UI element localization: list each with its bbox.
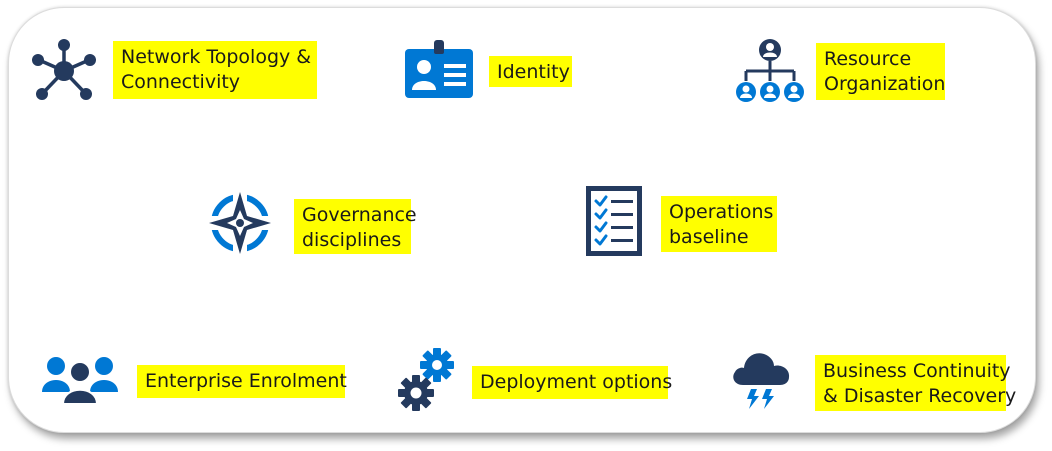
label-line: baseline [669, 226, 749, 248]
label-enterprise-enrolment: Enterprise Enrolment [137, 365, 347, 398]
label-line: Deployment options [480, 371, 673, 393]
users-group-icon [42, 357, 118, 404]
label-line: Identity [497, 61, 570, 83]
label-line: Business Continuity [823, 360, 1011, 382]
gears-icon [398, 348, 454, 411]
label-governance-disciplines: Governance disciplines [294, 199, 417, 254]
label-line: & Disaster Recovery [823, 385, 1017, 407]
label-line: Operations [669, 201, 774, 223]
id-badge-icon [405, 40, 473, 98]
org-hierarchy-icon [736, 39, 804, 102]
label-line: Organization [824, 73, 946, 95]
label-deployment-options: Deployment options [472, 366, 673, 399]
label-network-topology: Network Topology & Connectivity [113, 41, 317, 99]
label-line: Network Topology & [121, 46, 312, 68]
network-hub-icon [32, 39, 96, 100]
label-line: Connectivity [121, 71, 241, 93]
storm-cloud-icon [733, 353, 790, 409]
label-line: Resource [824, 48, 912, 70]
label-line: Enterprise Enrolment [145, 370, 347, 392]
label-business-continuity: Business Continuity & Disaster Recovery [815, 355, 1017, 411]
label-line: disciplines [302, 229, 402, 251]
label-resource-organization: Resource Organization [816, 43, 945, 100]
label-line: Governance [302, 204, 417, 226]
checklist-icon [586, 186, 642, 256]
label-operations-baseline: Operations baseline [661, 196, 777, 252]
label-identity: Identity [489, 56, 572, 87]
compass-icon [207, 190, 273, 256]
